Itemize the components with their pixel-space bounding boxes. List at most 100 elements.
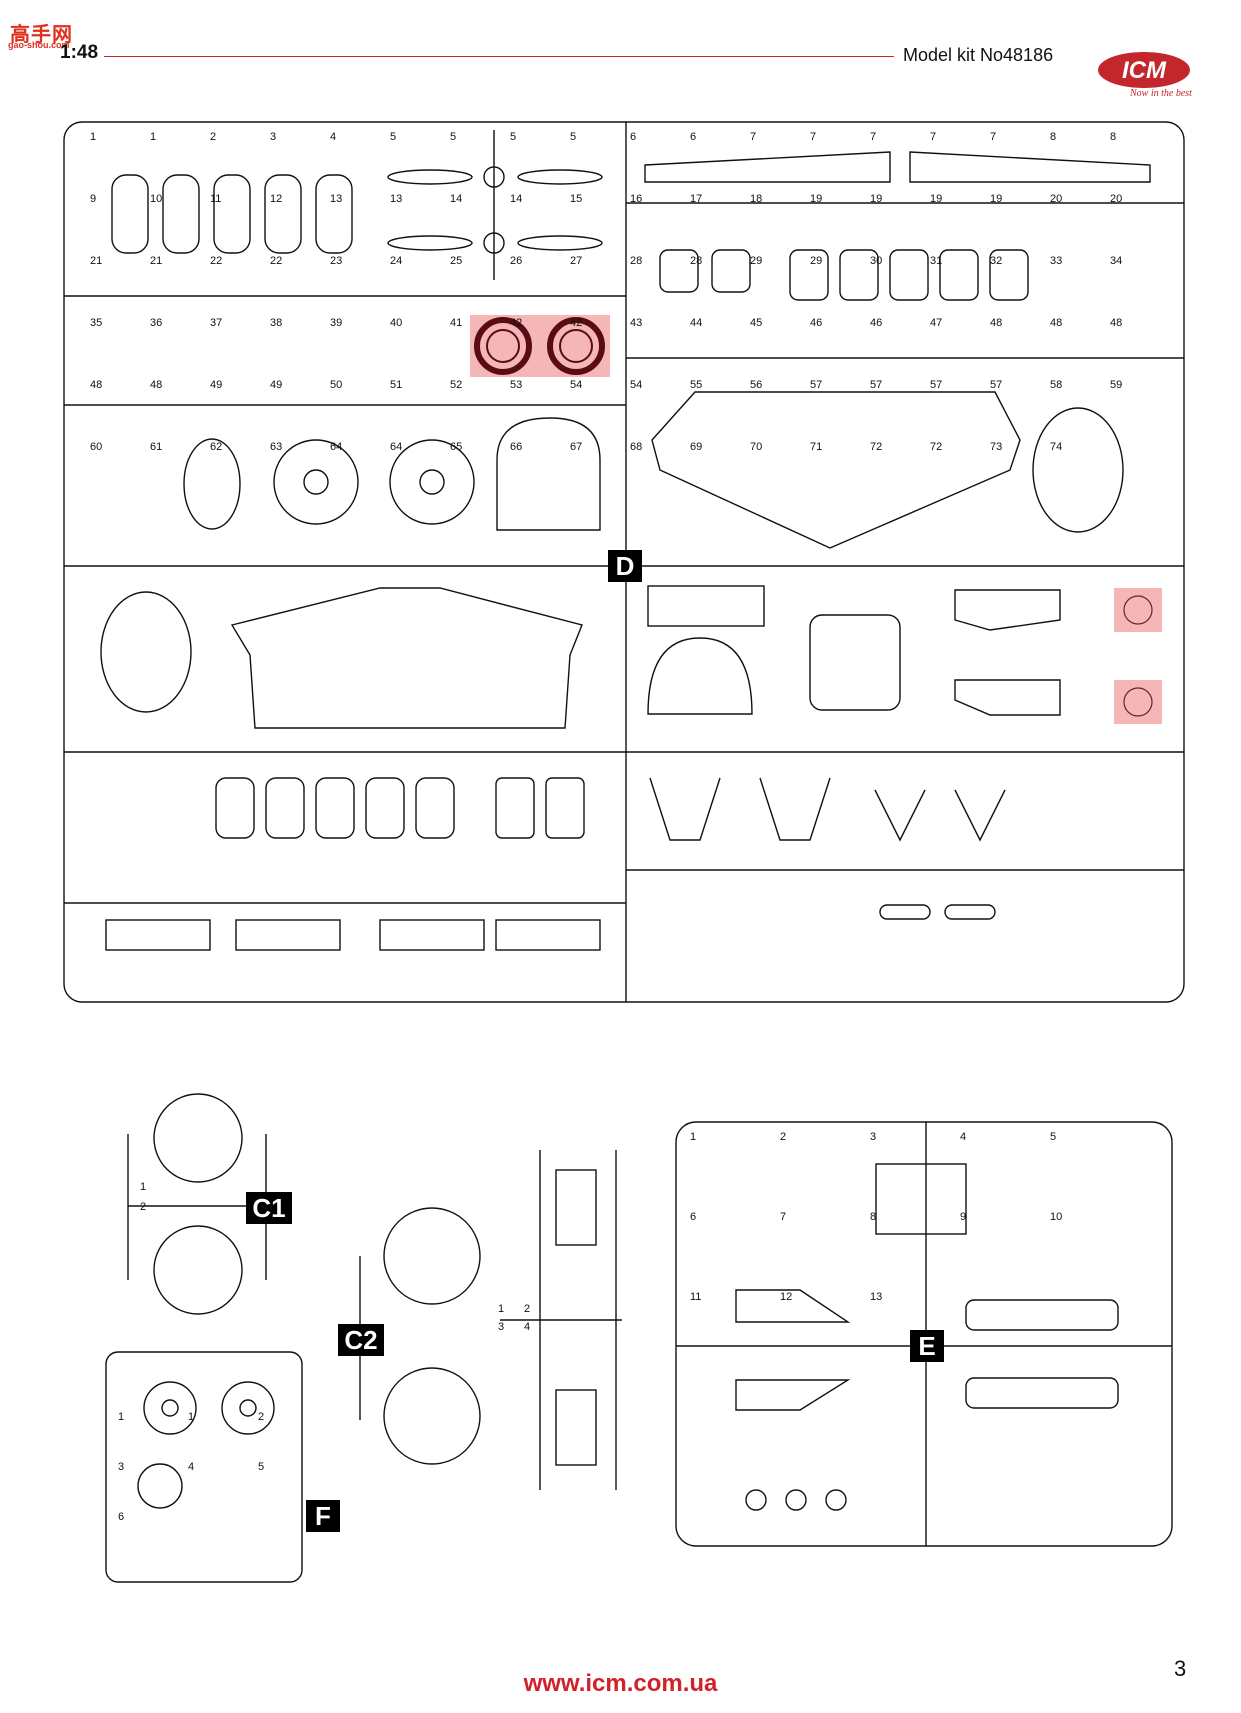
part-number-label: 3 (498, 1321, 504, 1333)
watermark-text: 高手网 (10, 24, 73, 46)
highlighted-part-42 (1114, 588, 1162, 724)
part-number-label: 12 (780, 1291, 792, 1303)
part-number-label: 23 (330, 255, 342, 267)
part-number-label: 5 (450, 131, 456, 143)
sprue-e (675, 1121, 1173, 1547)
part-number-label: 5 (258, 1461, 264, 1473)
svg-text:E: E (918, 1331, 935, 1361)
part-number-label: 6 (630, 131, 636, 143)
part-number-label: 13 (330, 193, 342, 205)
part-number-label: 5 (390, 131, 396, 143)
part-number-label: 68 (630, 441, 642, 453)
part-number-label: 34 (1110, 255, 1122, 267)
sprue-d-badge: D (608, 550, 642, 582)
part-number-label: 74 (1050, 441, 1062, 453)
part-number-label: 3 (270, 131, 276, 143)
part-number-label: 55 (690, 379, 702, 391)
part-number-label: 41 (450, 317, 462, 329)
part-number-label: 60 (90, 441, 102, 453)
logo-text: ICM (1122, 57, 1167, 84)
part-number-label: 29 (810, 255, 822, 267)
seat-parts-48 (215, 777, 585, 839)
part-number-label: 22 (270, 255, 282, 267)
part-number-label: 70 (750, 441, 762, 453)
header-rule (104, 56, 894, 57)
sprue-c2-badge: C2 (338, 1324, 384, 1356)
part-number-label: 49 (210, 379, 222, 391)
sprue-c2 (359, 1150, 622, 1490)
part-number-label: 57 (870, 379, 882, 391)
part-number-label: 3 (118, 1461, 124, 1473)
part-number-label: 8 (1110, 131, 1116, 143)
part-number-label: 19 (870, 193, 882, 205)
part-number-label: 2 (140, 1201, 146, 1213)
part-number-label: 62 (210, 441, 222, 453)
part-number-label: 22 (210, 255, 222, 267)
part-number-label: 36 (150, 317, 162, 329)
part-number-label: 69 (690, 441, 702, 453)
part-number-label: 18 (750, 193, 762, 205)
wing-part-3 (909, 151, 1151, 183)
seat-frame-parts (111, 174, 353, 254)
part-number-label: 17 (690, 193, 702, 205)
part-number-label: 5 (1050, 1131, 1056, 1143)
kit-number: Model kit No48186 (903, 45, 1054, 65)
part-number-label: 7 (810, 131, 816, 143)
part-number-label: 20 (1050, 193, 1062, 205)
part-number-label: 7 (870, 131, 876, 143)
part-number-label: 7 (750, 131, 756, 143)
part-number-label: 9 (90, 193, 96, 205)
part-number-label: 72 (870, 441, 882, 453)
part-number-label: 48 (1050, 317, 1062, 329)
part-number-label: 2 (210, 131, 216, 143)
part-number-label: 40 (390, 317, 402, 329)
part-number-label: 3 (870, 1131, 876, 1143)
part-number-label: 32 (990, 255, 1002, 267)
part-number-label: 10 (1050, 1211, 1062, 1223)
part-number-label: 45 (750, 317, 762, 329)
part-number-label: 67 (570, 441, 582, 453)
part-number-label: 57 (930, 379, 942, 391)
part-number-label: 66 (510, 441, 522, 453)
part-number-label: 19 (930, 193, 942, 205)
part-number-label: 20 (1110, 193, 1122, 205)
highlighted-wheel-parts-20 (470, 315, 610, 377)
part-number-label: 57 (810, 379, 822, 391)
scale-label: 1:48 (60, 42, 99, 63)
center-wing-part-lower (230, 587, 583, 729)
sprue-f (105, 1351, 303, 1583)
part-number-label: 7 (990, 131, 996, 143)
part-number-label: 1 (140, 1181, 146, 1193)
icm-logo: ICM (1098, 52, 1190, 88)
footer-url[interactable]: www.icm.com.ua (523, 1670, 718, 1697)
wing-part-2 (644, 151, 891, 183)
part-number-label: 1 (150, 131, 156, 143)
sprue-c1-badge: C1 (246, 1192, 292, 1224)
engine-part-32 (389, 439, 475, 525)
instrument-panel-part (809, 614, 901, 711)
part-number-label: 71 (810, 441, 822, 453)
part-number-label: 25 (450, 255, 462, 267)
part-number-label: 6 (118, 1511, 124, 1523)
part-number-label: 12 (270, 193, 282, 205)
part-number-label: 27 (570, 255, 582, 267)
part-number-label: 64 (330, 441, 342, 453)
part-number-label: 46 (810, 317, 822, 329)
part-number-label: 13 (870, 1291, 882, 1303)
part-number-label: 1 (498, 1303, 504, 1315)
part-number-label: 42 (570, 317, 582, 329)
part-number-label: 28 (690, 255, 702, 267)
part-number-label: 38 (270, 317, 282, 329)
part-number-label: 8 (1050, 131, 1056, 143)
part-number-label: 2 (258, 1411, 264, 1423)
part-number-label: 53 (510, 379, 522, 391)
part-number-label: 2 (524, 1303, 530, 1315)
svg-text:F: F (315, 1501, 331, 1531)
part-number-label: 48 (90, 379, 102, 391)
part-number-label: 39 (330, 317, 342, 329)
part-number-label: 56 (750, 379, 762, 391)
